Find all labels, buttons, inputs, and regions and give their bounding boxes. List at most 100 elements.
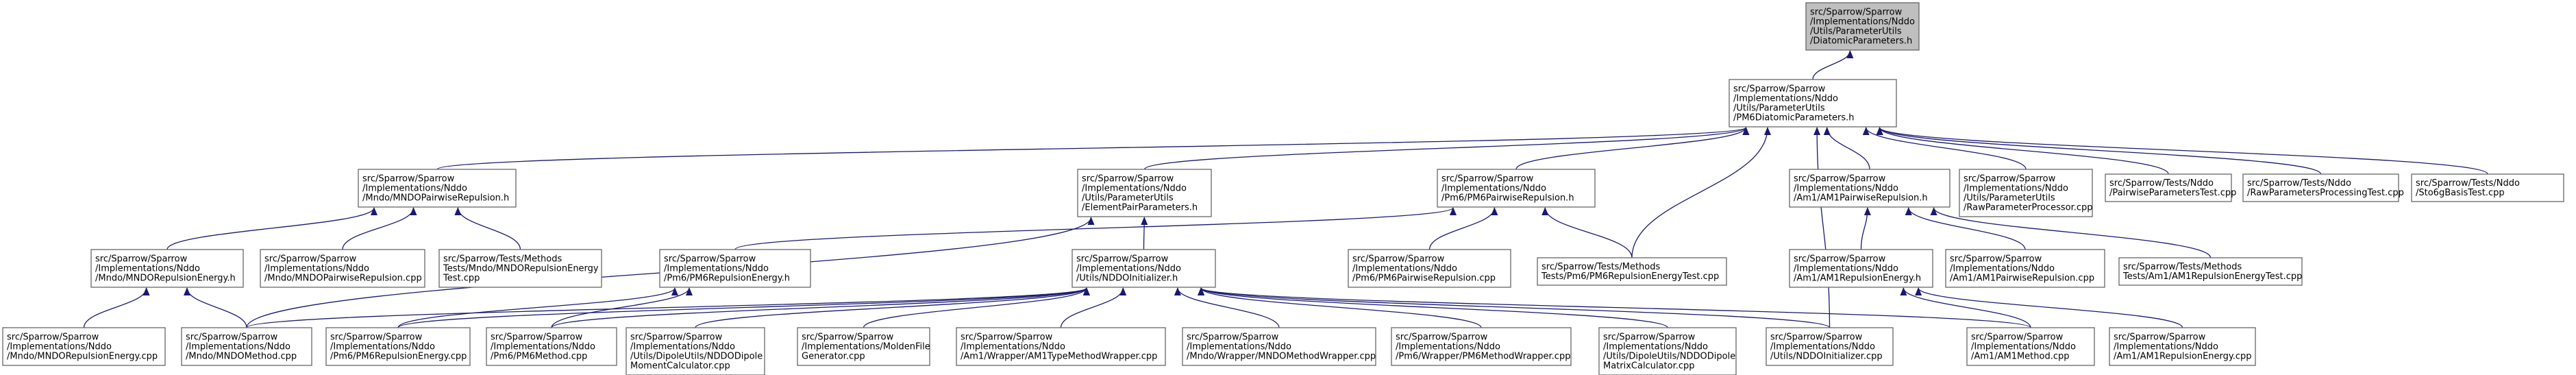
- file-node[interactable]: src/Sparrow/Sparrow/Implementations/Nddo…: [1437, 169, 1596, 208]
- node-box: [90, 249, 244, 288]
- file-node[interactable]: src/Sparrow/Sparrow/Implementations/Nddo…: [626, 327, 765, 375]
- file-node[interactable]: src/Sparrow/Sparrow/Implementations/Nddo…: [956, 327, 1166, 366]
- file-node[interactable]: src/Sparrow/Sparrow/Implementations/Mold…: [797, 327, 930, 366]
- file-node[interactable]: src/Sparrow/Sparrow/Implementations/Nddo…: [181, 327, 312, 366]
- file-node[interactable]: src/Sparrow/Sparrow/Implementations/Nddo…: [1598, 327, 1737, 375]
- node-label-line: src/Sparrow/Sparrow: [1603, 332, 1696, 343]
- node-box: [1391, 327, 1572, 366]
- dependency-edge: [1141, 217, 1148, 250]
- node-box: [438, 249, 602, 288]
- node-label-line: src/Sparrow/Sparrow: [1352, 254, 1445, 265]
- node-label-line: src/Sparrow/Sparrow: [1187, 332, 1279, 343]
- node-label-line: /Implementations/Nddo: [1794, 264, 1898, 274]
- node-label-line: /Implementations/Nddo: [1770, 342, 1875, 352]
- node-label-line: src/Sparrow/Sparrow: [1441, 174, 1534, 184]
- node-label-line: /Am1/AM1Method.cpp: [1971, 352, 2070, 362]
- dependency-edge: [1515, 127, 1750, 170]
- file-node[interactable]: src/Sparrow/Sparrow/Implementations/Nddo…: [1789, 169, 1950, 208]
- node-label-line: /Implementations/Nddo: [1352, 264, 1457, 274]
- node-label-line: src/Sparrow/Sparrow: [1950, 254, 2042, 265]
- node-label-line: /Mndo/MNDORepulsionEnergy.h: [95, 274, 236, 284]
- node-label-line: /Am1/AM1PairwiseRepulsion.cpp: [1950, 274, 2094, 284]
- node-label-line: /Am1/AM1RepulsionEnergy.cpp: [2114, 352, 2252, 362]
- file-node[interactable]: src/Sparrow/Tests/MethodsTests/Am1/AM1Re…: [2118, 257, 2303, 286]
- file-node[interactable]: src/Sparrow/Sparrow/Implementations/Nddo…: [1766, 327, 1894, 366]
- file-node[interactable]: src/Sparrow/Sparrow/Implementations/Nddo…: [2, 327, 166, 366]
- node-label-line: /RawParameterProcessor.cpp: [1964, 203, 2093, 213]
- node-box: [1182, 327, 1376, 366]
- dependency-edge: [695, 287, 1090, 328]
- node-label-line: /Implementations/Nddo: [2114, 342, 2218, 352]
- dependency-edge: [1900, 287, 2031, 328]
- node-label-line: src/Sparrow/Sparrow: [664, 254, 756, 265]
- node-label-line: /Implementations/Nddo: [7, 342, 112, 352]
- node-label-line: /Implementations/Nddo: [1187, 342, 1291, 352]
- dependency-edge: [1174, 287, 1280, 328]
- dependency-edge: [551, 287, 693, 328]
- file-node[interactable]: src/Sparrow/Sparrow/Implementations/Nddo…: [358, 169, 517, 208]
- dependency-edge: [1541, 207, 1633, 258]
- dependency-edge: [1198, 287, 1482, 328]
- node-label-line: /Implementations/Nddo: [264, 264, 369, 274]
- node-label-line: /Implementations/MoldenFile: [802, 342, 930, 352]
- node-label-line: /ElementPairParameters.h: [1082, 203, 1198, 213]
- node-label-line: /Implementations/Nddo: [1082, 184, 1187, 194]
- node-box: [2109, 327, 2256, 366]
- dependency-edge: [1813, 127, 1831, 328]
- file-node[interactable]: src/Sparrow/Sparrow/Implementations/Nddo…: [2109, 327, 2256, 366]
- dependency-edge: [454, 207, 521, 250]
- file-node[interactable]: src/Sparrow/Sparrow/Implementations/Nddo…: [659, 249, 811, 288]
- node-label-line: /Implementations/Nddo: [1794, 184, 1898, 194]
- file-node[interactable]: src/Sparrow/Sparrow/Implementations/Nddo…: [1072, 249, 1216, 288]
- file-node[interactable]: src/Sparrow/Tests/MethodsTests/Mndo/MNDO…: [438, 249, 602, 288]
- dependency-edge: [1428, 207, 1498, 250]
- node-label-line: /Implementations/Nddo: [1950, 264, 2055, 274]
- file-node[interactable]: src/Sparrow/Tests/MethodsTests/Pm6/PM6Re…: [1537, 257, 1727, 286]
- file-node[interactable]: src/Sparrow/Sparrow/Implementations/Nddo…: [1182, 327, 1376, 366]
- node-box: [1537, 257, 1727, 286]
- node-label-line: /Implementations/Nddo: [961, 342, 1065, 352]
- node-label-line: /Implementations/Nddo: [1396, 342, 1500, 352]
- file-node[interactable]: src/Sparrow/Sparrow/Implementations/Nddo…: [486, 327, 617, 366]
- dependency-edge: [436, 127, 1749, 170]
- node-label-line: /Implementations/Nddo: [1971, 342, 2076, 352]
- node-box: [1729, 79, 1897, 128]
- file-node[interactable]: src/Sparrow/Sparrow/Implementations/Nddo…: [260, 249, 425, 288]
- node-label-line: src/Sparrow/Tests/Nddo: [2109, 178, 2214, 189]
- dependency-edge: [1876, 127, 2488, 175]
- file-node[interactable]: src/Sparrow/Tests/Nddo/RawParametersProc…: [2242, 173, 2404, 202]
- file-node[interactable]: src/Sparrow/Sparrow/Implementations/Nddo…: [1945, 249, 2105, 288]
- file-node[interactable]: src/Sparrow/Sparrow/Implementations/Nddo…: [1966, 327, 2095, 366]
- file-node[interactable]: src/Sparrow/Tests/Nddo/Sto6gBasisTest.cp…: [2411, 173, 2564, 202]
- edge-mndorepEtest-to-mndopair: [454, 207, 521, 250]
- file-node[interactable]: src/Sparrow/Sparrow/Implementations/Nddo…: [325, 327, 471, 366]
- node-label-line: /Implementations/Nddo: [1076, 264, 1181, 274]
- node-label-line: src/Sparrow/Sparrow: [1964, 174, 2056, 184]
- file-node[interactable]: src/Sparrow/Sparrow/Implementations/Nddo…: [1348, 249, 1511, 288]
- edge-pm6repE-to-pm6pair: [734, 207, 1457, 250]
- file-node[interactable]: src/Sparrow/Sparrow/Implementations/Nddo…: [1391, 327, 1572, 366]
- node-label-line: /Implementations/Nddo: [630, 342, 735, 352]
- node-label-line: /Am1/AM1RepulsionEnergy.h: [1794, 274, 1921, 284]
- node-label-line: /Am1/Wrapper/AM1TypeMethodWrapper.cpp: [961, 352, 1157, 362]
- file-node[interactable]: src/Sparrow/Sparrow/Implementations/Nddo…: [90, 249, 244, 288]
- node-box: [1766, 327, 1894, 366]
- node-label-line: src/Sparrow/Sparrow: [1971, 332, 2064, 343]
- file-node[interactable]: src/Sparrow/Sparrow/Implementations/Nddo…: [1077, 169, 1212, 217]
- edge-pm6repEcpp-to-pm6repE: [397, 287, 678, 328]
- file-node[interactable]: src/Sparrow/Tests/Nddo/PairwiseParameter…: [2105, 173, 2236, 202]
- node-label-line: /Implementations/Nddo: [1733, 94, 1838, 104]
- edge-mndowrap-to-nddoinit: [1174, 287, 1280, 328]
- edge-am1pair-to-pm6diat: [1823, 127, 1870, 170]
- node-box: [2, 327, 166, 366]
- dependency-edge: [1930, 207, 2212, 258]
- file-node[interactable]: src/Sparrow/Sparrow/Implementations/Nddo…: [1729, 79, 1897, 128]
- dependency-edges: [83, 50, 2488, 328]
- edge-pm6repEcpp-to-nddoinit: [397, 287, 1090, 328]
- node-label-line: /Implementations/Nddo: [664, 264, 769, 274]
- file-node[interactable]: src/Sparrow/Sparrow/Implementations/Nddo…: [1959, 169, 2093, 217]
- edge-mndomethod-to-mndorepE: [184, 287, 247, 328]
- file-node[interactable]: src/Sparrow/Sparrow/Implementations/Nddo…: [1789, 249, 1933, 288]
- edge-sto6g-to-pm6diat: [1876, 127, 2488, 175]
